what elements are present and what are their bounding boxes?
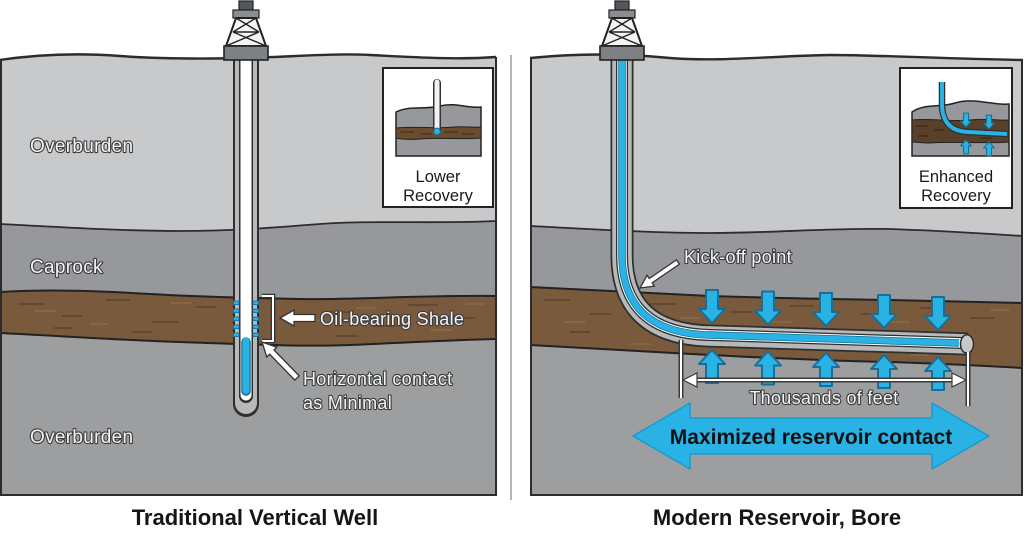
shale-texture-light [564,309,1010,356]
shale-texture [18,299,476,337]
right-panel-modern-bore: Kick-off point Thousands of feet Maximiz… [530,0,1024,496]
left-panel-traditional-well: Overburden Caprock Overburden Oil-bearin… [0,0,497,496]
panel-border [530,57,1023,496]
bore-end-cap [959,334,975,354]
right-panel-caption: Modern Reservoir, Bore [652,505,902,530]
label-oil-bearing-shale: Oil-bearing Shale [320,309,464,329]
boundary-shale-top [530,286,1024,304]
inset-label-recovery-left: Recovery [403,187,473,205]
inset-shale-texture [916,125,992,139]
label-kickoff-point: Kick-off point [684,247,792,267]
panel-divider [510,55,512,500]
measure-arrowhead-right [951,372,968,388]
inset-shale-texture [400,131,474,135]
bore-fluid-core [619,58,960,346]
well-perforations [233,300,259,337]
derrick-icon [599,0,645,61]
left-panel-caption: Traditional Vertical Well [131,505,379,530]
panel-border [0,57,497,496]
inset-label-enhanced: Enhanced [919,168,993,186]
label-overburden-top: Overburden [30,136,133,157]
inset-label-lower: Lower [416,168,461,186]
label-horizontal-contact-2: as Minimal [303,393,392,413]
label-maximized-reservoir-contact: Maximized reservoir contact [670,426,952,449]
horizontal-wellbore [610,58,975,356]
measure-arrowhead-left [681,372,698,388]
enhanced-recovery-inset: Enhanced Recovery [899,67,1013,209]
shale-callout-arrow [278,308,316,328]
shale-bracket [262,293,276,344]
inset-bore-pipe [938,82,1008,138]
contact-callout-arrow [260,340,301,382]
kickoff-callout-arrow [638,259,681,289]
reservoir-contact-arrow: Maximized reservoir contact [632,402,990,470]
inset-fluid-dot [433,127,441,136]
label-caprock: Caprock [30,257,103,278]
label-thousands-of-feet: Thousands of feet [749,388,898,408]
label-horizontal-contact-1: Horizontal contact [303,369,452,389]
lower-recovery-inset: Lower Recovery [382,67,494,208]
inset-label-recovery-right: Recovery [921,187,991,205]
boundary-shale-bottom [530,344,1024,369]
label-overburden-bottom: Overburden [30,427,133,448]
derrick-icon [223,0,269,61]
distance-measure: Thousands of feet [678,340,971,409]
